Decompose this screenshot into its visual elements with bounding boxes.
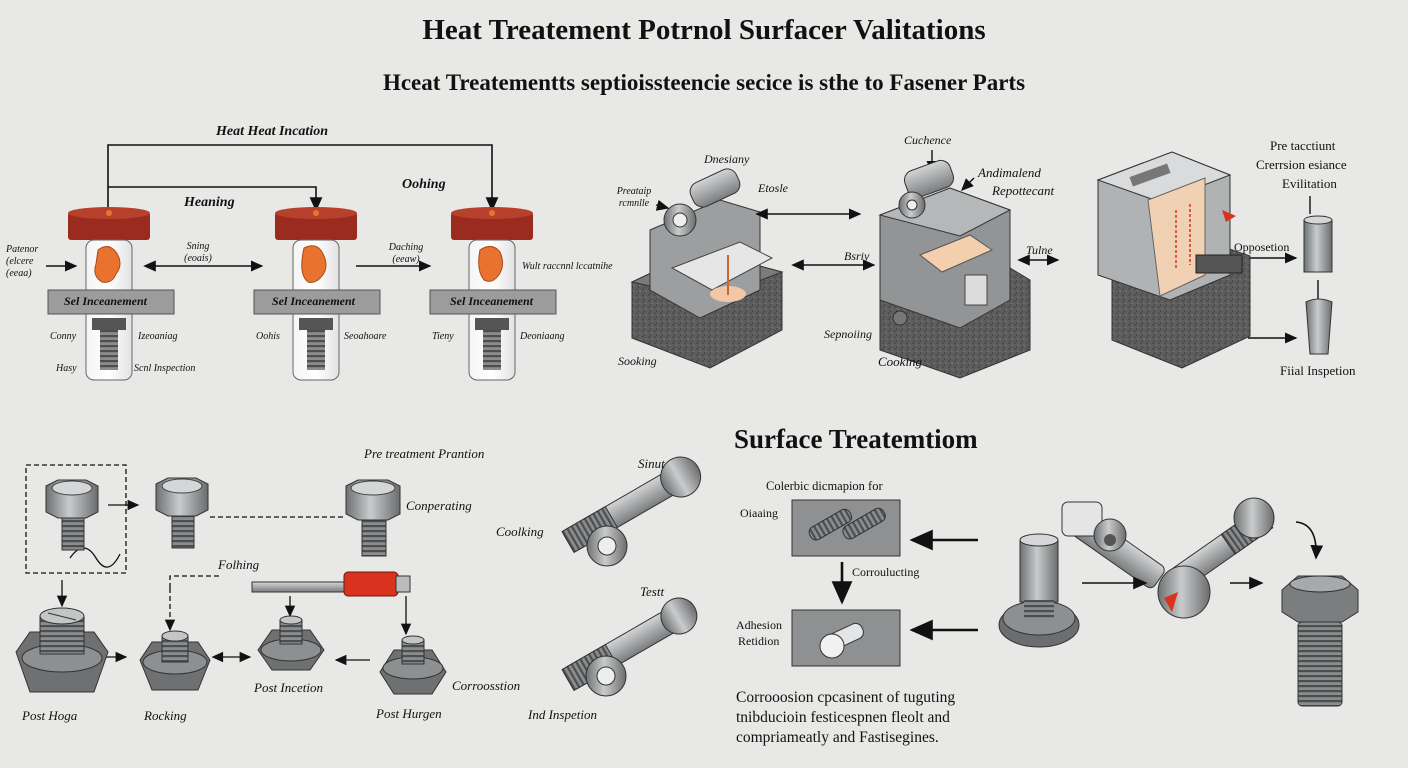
machine-arrows <box>655 150 1311 344</box>
heaning-label: Heaning <box>184 195 235 210</box>
m3-title-1: Pre tacctiunt <box>1270 138 1336 153</box>
adhesion-label-2: Retidion <box>738 634 780 648</box>
bolt-1 <box>45 479 99 551</box>
conperating-label: Conperating <box>406 498 472 513</box>
heater-rod <box>251 571 411 597</box>
m1-bottom-label: Sooking <box>618 354 657 368</box>
machine-2 <box>878 159 1031 379</box>
m2-right-label-1: Andimalend <box>978 165 1041 180</box>
hex-bolt-large <box>1281 575 1359 707</box>
post-incetion-label: Post Incetion <box>254 680 323 695</box>
pre-treatment-label: Pre treatment Prantion <box>364 446 485 461</box>
m2-bottom-label: Cooking <box>878 354 923 369</box>
corroulucing-label: Corroulucting <box>852 565 920 579</box>
page-subtitle: Hceat Treatementts septioissteencie seci… <box>382 70 1026 95</box>
ind-inspection-label: Ind Inspetion <box>528 707 597 722</box>
sinut-label: Sinut <box>638 456 665 471</box>
angled-bolt-1 <box>561 456 702 567</box>
folhing-label: Folhing <box>218 557 260 572</box>
under1c-label: Hasy <box>56 363 77 374</box>
under3b-label: Deoniaang <box>520 331 565 342</box>
m2-left-label: Bsriy <box>844 249 870 263</box>
cooking-label: Coolking <box>496 524 544 539</box>
cylinder-bolt <box>998 533 1080 648</box>
m1-right-label: Etosle <box>758 181 788 195</box>
assembly-rods <box>1061 497 1275 619</box>
furnace-tube-2 <box>253 207 381 381</box>
heat-incation-label: Heat Heat Incation <box>216 124 328 139</box>
testt-label: Testt <box>640 584 665 599</box>
bolt-3 <box>345 479 401 557</box>
oohing-label: Oohing <box>402 177 446 192</box>
furnace-tube-3 <box>429 207 557 381</box>
band-label-2: Sel Inceanement <box>272 294 355 308</box>
arrow2-label: Daching (eeaw) <box>388 242 424 265</box>
colorbic-label: Colerbic dicmapion for <box>766 479 883 493</box>
post-hurgen-label: Post Hurgen <box>376 706 442 721</box>
under1b-label: Izeoaniag <box>138 331 178 342</box>
page-title: Heat Treatement Potrnol Surfacer Valitat… <box>422 14 986 46</box>
band-label-1: Sel Inceanement <box>64 294 147 308</box>
m3-mid-label: Tulne <box>1026 243 1053 257</box>
under3a-label: Tieny <box>432 331 454 342</box>
under1a-label: Conny <box>50 331 77 342</box>
dashed-box-1 <box>25 464 127 574</box>
nut-2 <box>139 630 211 691</box>
m3-final-label: Fiial Inspetion <box>1280 363 1356 378</box>
under2b-label: Seoahoare <box>344 331 387 342</box>
m3-title-2: Crerrsion esiance <box>1256 157 1347 172</box>
under2a-label: Oohis <box>256 331 280 342</box>
m1-top-label: Dnesiany <box>704 152 750 166</box>
surface-panel-1 <box>791 499 901 557</box>
surface-section-title: Surface Treatemtiom <box>734 424 978 454</box>
post-hoga-label: Post Hoga <box>22 708 78 723</box>
under1d-label: Scnl Inspection <box>134 363 196 374</box>
angled-bolt-2 <box>561 597 698 697</box>
right-output-label: Wult raccnnl lccatnihe <box>522 261 613 272</box>
surface-panel-2 <box>791 609 901 667</box>
machine-3 <box>1096 151 1251 369</box>
m2-bl-label: Sepnoiing <box>824 327 872 341</box>
flow-lines-lower <box>56 480 412 666</box>
m2-right-label-2: Repottecant <box>992 183 1055 198</box>
assembly-arrows <box>1082 521 1324 590</box>
furnace-tube-1 <box>47 207 175 381</box>
band-label-3: Sel Inceanement <box>450 294 533 308</box>
adhesion-label-1: Adhesion <box>736 618 782 632</box>
surface-arrows <box>831 529 978 641</box>
corrossition-label: Corroosstion <box>452 678 521 693</box>
nut-1 <box>15 607 109 693</box>
m1-left-label: Preataip rcmnlle <box>616 186 652 209</box>
m2-top-label: Cuchence <box>904 133 952 147</box>
rocking-label: Rocking <box>144 708 187 723</box>
m3-title-3: Evilitation <box>1282 176 1337 191</box>
nut-4 <box>379 635 447 695</box>
bolt-2 <box>155 477 209 549</box>
m3-opposition-label: Opposetion <box>1234 240 1290 254</box>
left-input-label: Patenor (elcere (eeaa) <box>6 244 39 279</box>
arrow1-label: Sning (eoais) <box>184 241 212 264</box>
inspection-cylinders <box>1303 215 1333 355</box>
heat-flow-lines <box>107 144 499 212</box>
nut-3 <box>257 615 325 671</box>
machine-1 <box>630 168 784 369</box>
oiaang-label: Oiaaing <box>740 506 778 520</box>
surface-paragraph: Corrooosion cpcasinent of tuguting tnibd… <box>736 689 956 746</box>
